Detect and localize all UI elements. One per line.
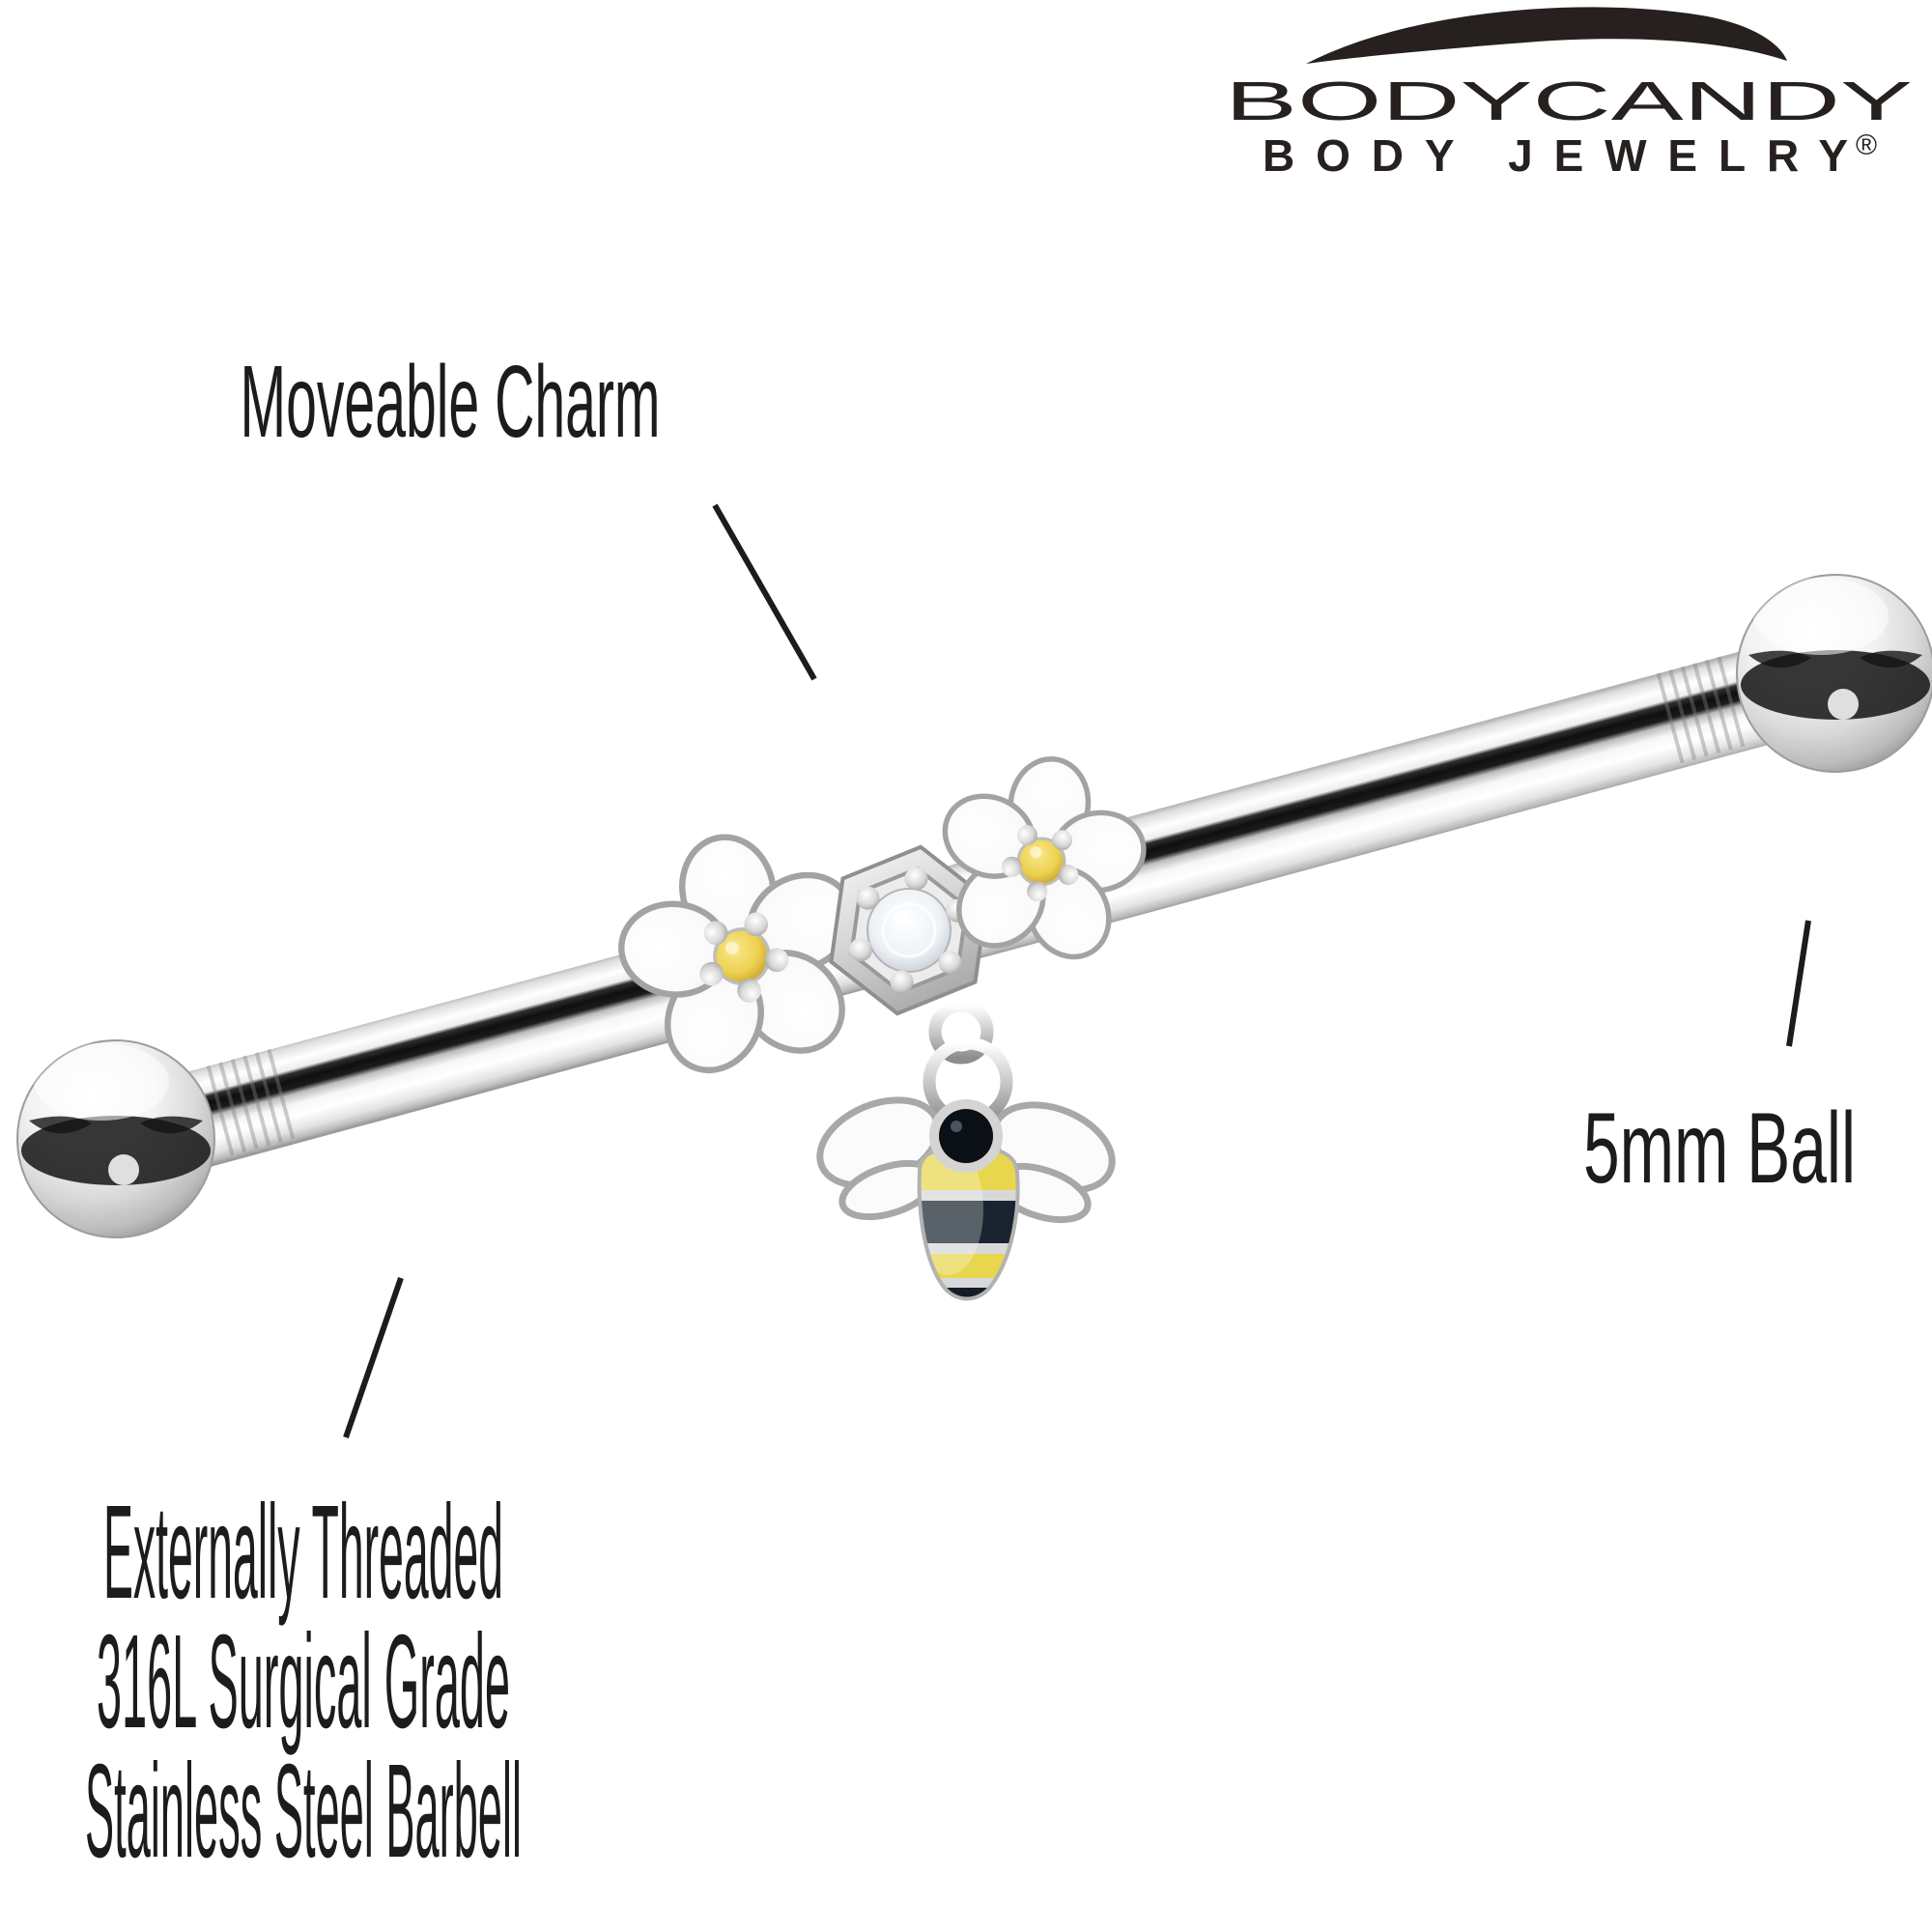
label-barbell-line-1: Externally Threaded [103,1478,503,1627]
thread-ridges-right [1656,656,1746,764]
label-barbell-line-3: Stainless Steel Barbell [85,1737,522,1886]
logo-tagline-text: BODY JEWELRY [1263,130,1848,181]
ball-left [16,1039,215,1238]
thread-ridges-left [206,1048,296,1156]
logo-brand-text: BODYCANDY [1225,71,1913,132]
label-barbell-line-2: 316L Surgical Grade [97,1607,510,1756]
flower-charm-left [618,834,856,1074]
label-5mm-ball: 5mm Ball [1583,1093,1856,1205]
bee-head [929,1099,1003,1173]
charm-bail-ring [928,999,994,1065]
logo-registered-mark: ® [1856,129,1877,161]
ball-right [1736,574,1932,773]
bee-body [917,1148,1020,1301]
logo-swoosh-icon [1306,7,1787,64]
barbell-graphic [16,574,1932,1301]
flower-prongs [1001,825,1079,902]
bee-dangle-charm [816,999,1116,1301]
brand-logo: BODYCANDY BODY JEWELRY ® [1225,7,1913,181]
honeycomb-charm [829,844,989,1016]
label-moveable-charm: Moveable Charm [241,345,661,459]
label-barbell-material: Externally Threaded 316L Surgical Grade … [85,1478,522,1886]
annotation-line-barbell [343,1277,404,1438]
annotation-line-5mm-ball [1786,920,1811,1047]
flower-charm-right [942,755,1147,960]
annotation-line-moveable-charm [712,503,817,681]
flower-prongs [699,912,789,1003]
